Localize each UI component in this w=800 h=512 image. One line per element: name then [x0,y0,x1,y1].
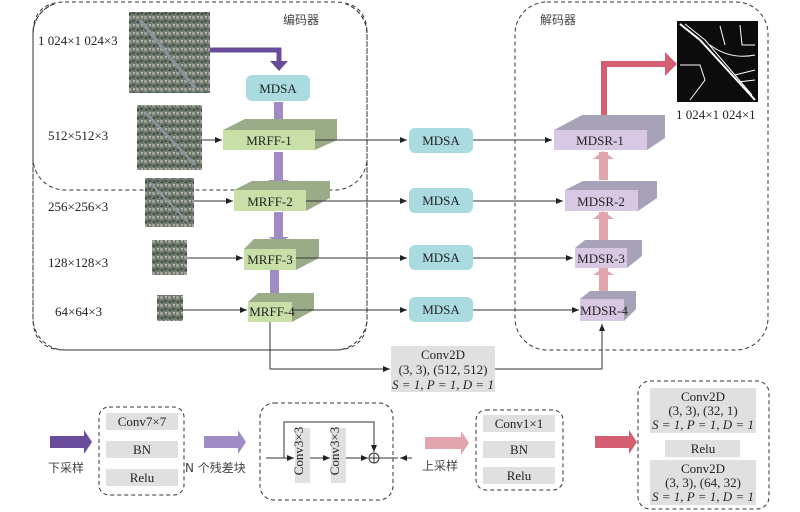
svg-text:MDSA: MDSA [422,133,460,148]
scale-label-3: 128×128×3 [48,255,108,270]
svg-text:(3, 3), (64, 32): (3, 3), (64, 32) [665,475,741,490]
mdsr-4-block: MDSR-4 [580,291,636,321]
mrff-3-block: MRFF-3 [244,239,319,270]
svg-text:S = 1, P = 1, D = 1: S = 1, P = 1, D = 1 [652,489,754,504]
svg-text:Relu: Relu [507,468,532,483]
decoder-container [514,1,769,351]
svg-text:(3, 3), (32, 1): (3, 3), (32, 1) [668,403,737,418]
svg-text:MRFF-3: MRFF-3 [247,252,293,267]
svg-text:S = 1, P = 1, D = 1: S = 1, P = 1, D = 1 [392,377,494,392]
decoder-title: 解码器 [540,13,576,27]
svg-text:MDSA: MDSA [422,302,460,317]
input-image-64 [157,295,183,321]
svg-text:Conv3×3: Conv3×3 [291,427,306,476]
legend-output-head: Conv2D (3, 3), (32, 1) S = 1, P = 1, D =… [595,380,770,510]
input-mdsa-label: MDSA [259,81,297,96]
svg-text:Conv3×3: Conv3×3 [327,427,342,476]
downsample-label: 下采样 [48,460,84,475]
mdsr-1-block: MDSR-1 [554,115,665,150]
svg-text:Relu: Relu [130,470,155,485]
output-arrow [601,61,665,115]
output-size-label: 1 024×1 024×1 [676,107,756,122]
skip-mdsa-3: MDSA [409,245,473,270]
encoder-title: 编码器 [283,12,319,27]
svg-text:MDSR-4: MDSR-4 [580,303,628,318]
mrff-4-block: MRFF-4 [248,293,314,322]
skip-mdsa-1: MDSA [409,128,473,153]
input-size-label: 1 024×1 024×3 [38,33,118,48]
svg-text:Conv1×1: Conv1×1 [495,416,544,431]
skip-mdsa-4: MDSA [409,297,473,322]
svg-text:MRFF-4: MRFF-4 [249,304,295,319]
input-image-128 [152,240,187,275]
svg-text:Conv2D: Conv2D [681,389,725,404]
svg-text:MRFF-1: MRFF-1 [246,133,292,148]
svg-text:Conv2D: Conv2D [681,461,725,476]
mdsr-2-block: MDSR-2 [565,181,657,211]
svg-text:Relu: Relu [691,441,716,456]
mrff-2-block: MRFF-2 [234,181,330,211]
output-mask-image [677,21,758,102]
svg-text:MDSR-3: MDSR-3 [577,251,625,266]
legend-downsample: 下采样 Conv7×7 BN Relu [48,406,185,496]
legend-residual: N 个残差块 Conv3×3 Conv3×3 [185,402,412,501]
svg-text:MDSR-2: MDSR-2 [577,194,625,209]
scale-label-2: 256×256×3 [48,199,108,214]
svg-text:MRFF-2: MRFF-2 [247,194,293,209]
mrff-1-block: MRFF-1 [223,119,337,150]
svg-text:BN: BN [133,442,152,457]
svg-text:MDSA: MDSA [422,250,460,265]
legend-upsample: 上采样 Conv1×1 BN Relu [422,409,564,491]
svg-text:MDSA: MDSA [422,193,460,208]
svg-text:Conv2D: Conv2D [421,347,465,362]
svg-text:S = 1, P = 1, D = 1: S = 1, P = 1, D = 1 [652,417,754,432]
input-mdsa-block [246,75,310,101]
scale-label-1: 512×512×3 [48,128,108,143]
svg-text:(3, 3), (512, 512): (3, 3), (512, 512) [399,362,488,377]
downsample-arrow-top [210,47,282,62]
input-image-1024 [129,12,210,93]
bottleneck-conv-block: Conv2D (3, 3), (512, 512) S = 1, P = 1, … [391,346,495,392]
upsample-label: 上采样 [422,458,458,473]
scale-label-4: 64×64×3 [55,304,102,319]
mdsr-3-block: MDSR-3 [575,240,642,268]
svg-text:MDSR-1: MDSR-1 [576,133,624,148]
residual-label: N 个残差块 [185,461,246,475]
svg-text:BN: BN [510,442,529,457]
svg-text:Conv7×7: Conv7×7 [118,414,167,429]
skip-mdsa-2: MDSA [409,188,473,213]
